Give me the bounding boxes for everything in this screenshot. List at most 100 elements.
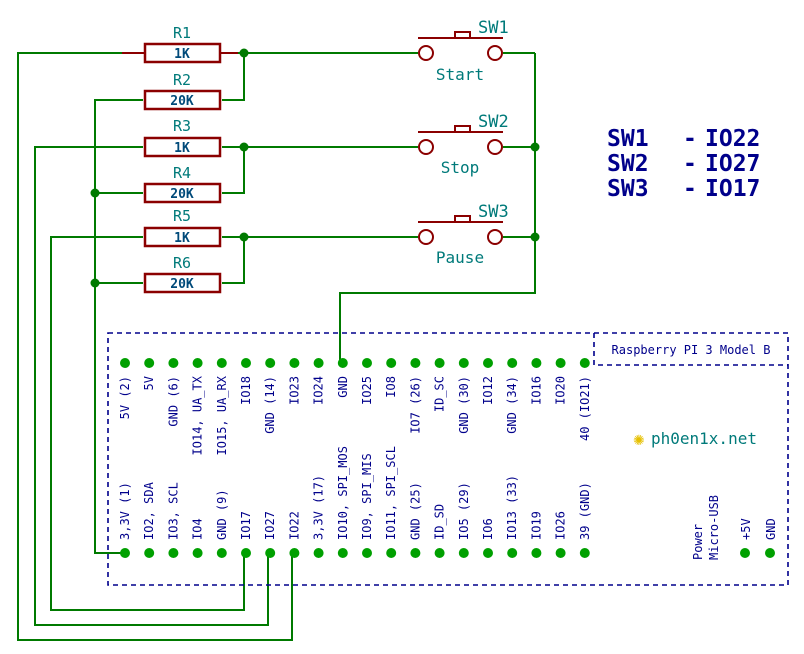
switch-common-bus [339, 53, 536, 363]
pin-label: IO2, SDA [142, 481, 156, 540]
pin-label: IO20 [554, 376, 568, 405]
mapping-sep: - [683, 176, 697, 202]
header-pin [434, 548, 445, 558]
header-pin [337, 358, 348, 368]
resistor-r4: R4 20K [143, 164, 222, 204]
header-pin [507, 358, 518, 368]
switch-ref: SW2 [478, 112, 509, 132]
switch-ref: SW3 [478, 202, 509, 222]
mapping-sep: - [683, 151, 697, 177]
pin-label: IO6 [481, 518, 495, 540]
junction-dot [530, 232, 540, 242]
switch-label: Start [436, 65, 484, 84]
header-pin [241, 548, 251, 558]
header-pin [507, 548, 518, 558]
junction-dot [239, 142, 249, 152]
resistor-value: 1K [174, 141, 190, 156]
pin-label: IO27 [263, 511, 277, 540]
pin-label: GND (30) [457, 376, 471, 434]
switch-gpio-mapping: SW1 - IO22 SW2 - IO27 SW3 - IO17 [607, 126, 760, 202]
header-pin [531, 358, 542, 368]
pin-label: IO11, SPI_SCL [384, 446, 398, 540]
header-pin [362, 548, 372, 558]
pin-label: IO5 (29) [457, 482, 471, 540]
pin-label: GND (9) [215, 489, 229, 540]
board-outline [107, 332, 789, 586]
power-label: Power [691, 524, 705, 560]
switch-sw3: SW3 Pause [418, 202, 509, 267]
pin-label: GND (34) [505, 376, 519, 434]
wires [17, 52, 536, 641]
header-pin [265, 358, 276, 368]
header-pin [216, 548, 227, 558]
power-pin [765, 548, 775, 558]
header-pin [289, 358, 300, 368]
header-pin [168, 358, 179, 368]
pin-label: IO22 [287, 511, 301, 540]
header-pin [579, 548, 590, 558]
header-pin [313, 548, 324, 558]
mapping-gpio: IO17 [705, 176, 760, 202]
pin-label: IO23 [287, 376, 301, 405]
pin-label: IO10, SPI_MOS [336, 446, 350, 540]
pin-label: 3,3V (1) [118, 482, 132, 540]
header-pin [337, 548, 348, 558]
mapping-gpio: IO22 [705, 126, 760, 152]
resistor-ref: R1 [173, 24, 191, 42]
pin-label: IO24 [312, 376, 326, 405]
header-pin [555, 548, 566, 558]
resistor-ref: R5 [173, 207, 191, 225]
pin-label: IO26 [554, 511, 568, 540]
resistor-value: 20K [170, 187, 194, 202]
header-pin [144, 358, 155, 368]
junction-dot [90, 188, 100, 198]
header-pin [483, 548, 493, 558]
mapping-sw: SW3 [607, 176, 649, 202]
pin-label: 5V [142, 376, 156, 390]
header-pin [386, 548, 397, 558]
pin-label: IO3, SCL [166, 482, 180, 540]
junction-dot [90, 278, 100, 288]
watermark-text: ph0en1x.net [651, 429, 757, 448]
pin-label: IO19 [529, 511, 543, 540]
wire-r3-io27 [34, 146, 269, 626]
resistor-value: 1K [174, 231, 190, 246]
header-pin [410, 548, 421, 558]
pin-label: IO7 (26) [408, 376, 422, 434]
junction-dot [530, 142, 540, 152]
resistor-value: 1K [174, 47, 190, 62]
header-pin [120, 358, 130, 368]
power-pin-label: +5V [739, 518, 753, 540]
pin-label: IO16 [529, 376, 543, 405]
resistor-value: 20K [170, 94, 194, 109]
pin-label: IO15, UA_RX [215, 375, 229, 455]
wire-r1-r2 [222, 53, 245, 101]
pin-label: IO4 [191, 518, 205, 540]
header-pin [216, 358, 227, 368]
header-pin [458, 548, 469, 558]
sun-icon: ✺ [633, 434, 645, 449]
resistor-ref: R3 [173, 117, 191, 135]
header-pin [531, 548, 542, 558]
pin-label: IO14, UA_TX [191, 375, 205, 455]
junction-dot [239, 232, 249, 242]
pin-label: GND (14) [263, 376, 277, 434]
header-pin [144, 548, 155, 558]
header-pin [458, 358, 469, 368]
header-pin [313, 358, 324, 368]
header-pin [386, 358, 397, 368]
resistor-r2: R2 20K [143, 71, 222, 111]
switch-ref: SW1 [478, 18, 509, 38]
header-pin [192, 548, 203, 558]
resistor-r5: R5 1K [143, 207, 222, 248]
pin-label: GND (6) [166, 376, 180, 427]
power-pin [740, 548, 750, 558]
wire-r5-io17 [50, 236, 245, 611]
pin-label: 39 (GND) [578, 482, 592, 540]
header-pin [434, 358, 445, 368]
mapping-gpio: IO27 [705, 151, 760, 177]
wire-r3-r4 [222, 147, 245, 194]
header-pin [289, 548, 300, 558]
